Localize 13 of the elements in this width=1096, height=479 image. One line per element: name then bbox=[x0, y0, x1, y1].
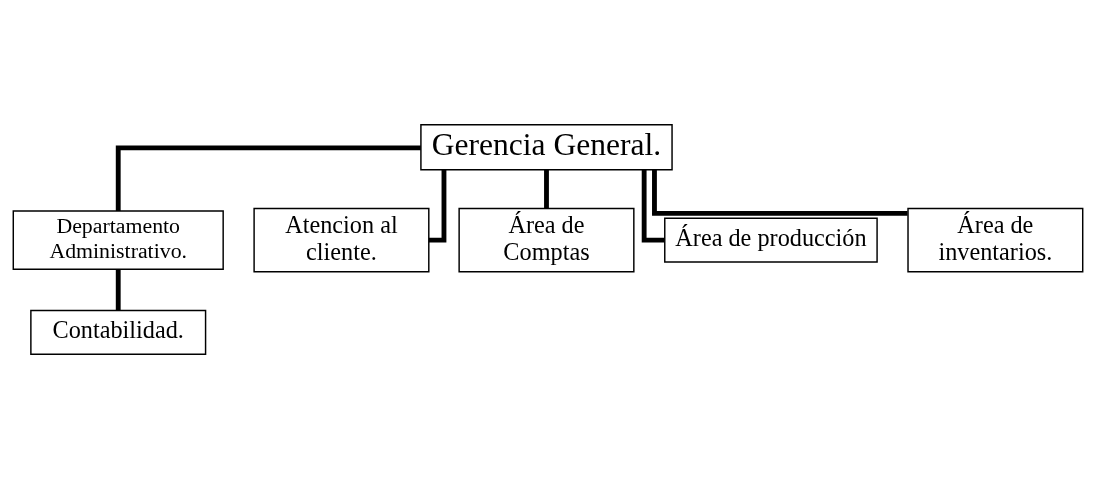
connector bbox=[428, 169, 447, 243]
node-box: Área de inventarios. bbox=[907, 207, 1084, 273]
connector bbox=[115, 269, 121, 311]
connector bbox=[641, 169, 665, 243]
node-box: Atencion al cliente. bbox=[253, 207, 430, 273]
node-box: Contabilidad. bbox=[30, 309, 207, 355]
connector bbox=[115, 145, 421, 211]
node-box: Departamento Administrativo. bbox=[12, 210, 224, 270]
node-box: Área de producción bbox=[664, 217, 878, 263]
connector bbox=[544, 169, 549, 209]
connector bbox=[652, 170, 908, 216]
node-box: Área de Comptas bbox=[458, 207, 635, 273]
node-box: Gerencia General. bbox=[420, 124, 673, 171]
